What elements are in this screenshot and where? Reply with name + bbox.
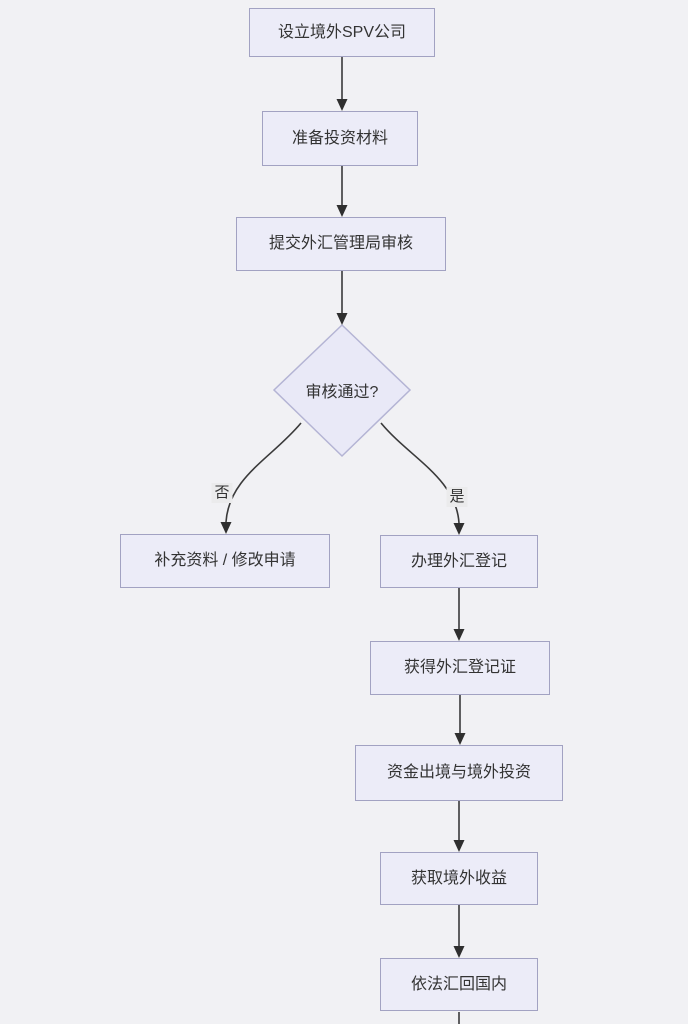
decision-diamond-shape [272, 323, 412, 458]
node-certificate: 获得外汇登记证 [370, 641, 550, 695]
node-remit: 依法汇回国内 [380, 958, 538, 1011]
node-prepare: 准备投资材料 [262, 111, 418, 166]
arrowhead [336, 205, 348, 217]
arrowhead [453, 946, 465, 958]
node-supplement: 补充资料 / 修改申请 [120, 534, 330, 588]
edge-label-no: 否 [211, 483, 233, 503]
node-review-label: 审核通过? [305, 384, 379, 401]
arrowhead [453, 523, 465, 535]
arrowhead [453, 629, 465, 641]
node-income: 获取境外收益 [380, 852, 538, 905]
node-register: 办理外汇登记 [380, 535, 538, 588]
node-outbound: 资金出境与境外投资 [355, 745, 563, 801]
arrowhead [336, 313, 348, 325]
node-setup-spv: 设立境外SPV公司 [249, 8, 435, 57]
arrowhead [220, 522, 232, 534]
edge-review-yes [380, 422, 460, 524]
edge-review-no [225, 422, 302, 523]
edge-label-yes: 是 [446, 487, 468, 507]
arrowhead [454, 733, 466, 745]
arrowhead [453, 840, 465, 852]
node-submit: 提交外汇管理局审核 [236, 217, 446, 271]
arrowhead [336, 99, 348, 111]
